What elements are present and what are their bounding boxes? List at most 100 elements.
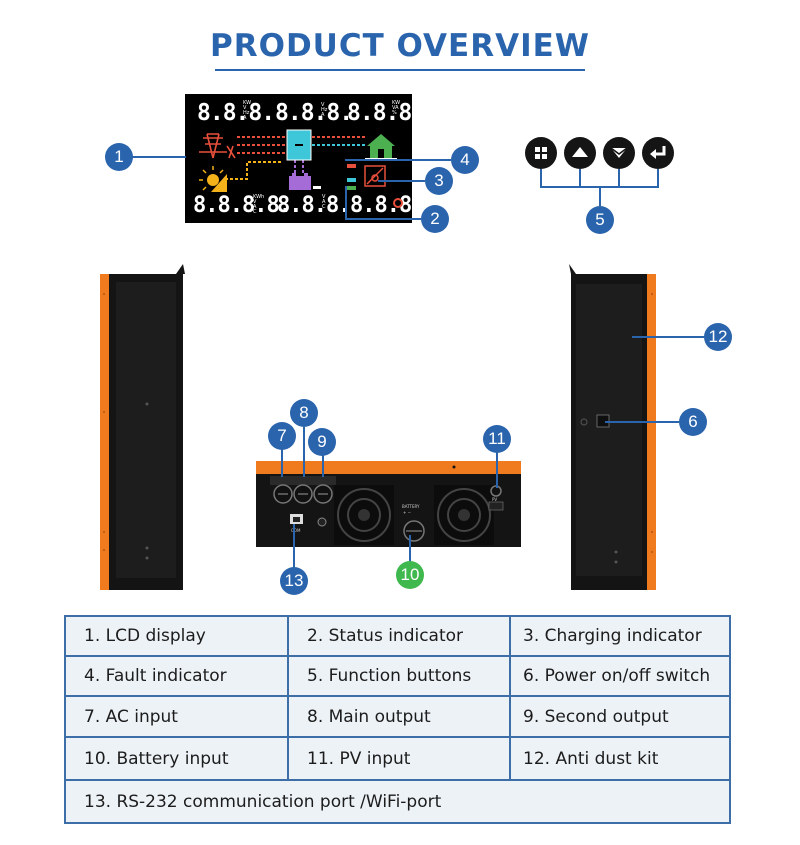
house-icon: [365, 134, 397, 160]
unit-v: V: [243, 105, 247, 111]
table-cell: 10. Battery input: [66, 738, 289, 781]
callout-line-5a: [540, 169, 542, 187]
up-button-icon: [572, 147, 588, 157]
table-cell: 5. Function buttons: [289, 657, 511, 697]
menu-button-icon: [535, 147, 547, 159]
table-cell: 2. Status indicator: [289, 617, 511, 657]
callout-line-5b: [579, 169, 581, 187]
lcd-top-left-digits: 8.8.8.: [197, 100, 275, 126]
up-button[interactable]: [564, 137, 596, 169]
table-cell: 6. Power on/off switch: [511, 657, 729, 697]
callout-6: 6: [679, 408, 707, 436]
callout-line-4: [345, 159, 451, 161]
down-button-icon: [610, 147, 628, 158]
callout-11: 11: [483, 425, 511, 453]
bottom-panel: BATTERY + − COM PV: [256, 461, 521, 547]
fan-icon: [334, 485, 494, 545]
unit-a: A: [321, 112, 325, 118]
callout-line-11: [496, 452, 498, 488]
battery-label: BATTERY: [402, 504, 420, 509]
callout-5: 5: [586, 206, 614, 234]
callout-8: 8: [290, 399, 318, 427]
table-cell: 12. Anti dust kit: [511, 738, 729, 781]
table-cell: 11. PV input: [289, 738, 511, 781]
battery-polarity: + −: [403, 510, 411, 515]
unit-c: C: [253, 209, 257, 215]
lcd-top-right-units: KW VA %: [392, 101, 400, 116]
enter-button[interactable]: [642, 137, 674, 169]
table-cell: 1. LCD display: [66, 617, 289, 657]
sun-icon: [199, 166, 227, 192]
callout-1: 1: [105, 143, 133, 171]
lcd-bottom-left-units: KWh V A C: [253, 195, 264, 215]
table-cell: 3. Charging indicator: [511, 617, 729, 657]
unit-c: C: [322, 204, 326, 210]
lcd-bottom-mid-units: V A C: [322, 195, 326, 210]
status-indicators: [347, 164, 356, 190]
down-button[interactable]: [603, 137, 635, 169]
unit-hz: Hz: [321, 107, 328, 113]
lcd-display: 8.8.8. KW V Hz A 8.8.8. V Hz A 8.8.8. KW…: [185, 94, 425, 223]
enter-button-icon: [650, 146, 666, 159]
unit-va: VA: [392, 105, 399, 111]
callout-line-2-v: [345, 186, 347, 219]
fault-icon: [364, 165, 386, 187]
lcd-bottom-left-digits: 8.8.8.8.: [193, 193, 292, 218]
callout-line-5d: [657, 169, 659, 187]
right-side-view: [569, 264, 656, 590]
menu-button[interactable]: [525, 137, 557, 169]
panel-graphics: [270, 465, 504, 545]
callout-line-8: [303, 427, 305, 477]
flow-arrows: [225, 136, 365, 180]
unit-kw: KW: [392, 100, 401, 106]
table-cell: 8. Main output: [289, 697, 511, 738]
comm-label: COM: [291, 528, 301, 533]
lcd-top-right-digits: 8.8.8.: [347, 100, 425, 126]
callout-12: 12: [704, 323, 732, 351]
callout-line-1: [132, 156, 186, 158]
lcd-top-mid-units: V Hz A: [321, 103, 327, 118]
lcd-bottom-mid-digits: 8.8.8.: [277, 193, 351, 218]
unit-v: V: [253, 199, 257, 205]
callout-line-5-stem: [599, 186, 601, 206]
table-cell-wide: 13. RS-232 communication port /WiFi-port: [66, 781, 729, 822]
unit-v: V: [322, 194, 326, 200]
callout-line-12: [632, 336, 704, 338]
table-cell: 4. Fault indicator: [66, 657, 289, 697]
legend-table: 1. LCD display 2. Status indicator 3. Ch…: [64, 615, 731, 824]
unit-v: V: [321, 102, 325, 108]
callout-13: 13: [280, 567, 308, 595]
callout-line-3: [378, 180, 425, 182]
unit-kwh: KWh: [253, 194, 265, 200]
grid-tower-icon: [199, 133, 236, 159]
callout-line-13: [293, 524, 295, 570]
callout-line-9: [322, 455, 324, 477]
lcd-flow-graphics: [199, 129, 397, 192]
callout-line-10: [409, 535, 411, 563]
callout-line-7: [281, 449, 283, 477]
callout-3: 3: [425, 167, 453, 195]
table-cell: 9. Second output: [511, 697, 729, 738]
unit-percent: %: [392, 110, 397, 116]
lcd-top-left-units: KW V Hz A: [243, 101, 251, 121]
pv-label: PV: [492, 497, 498, 502]
callout-4: 4: [451, 146, 479, 174]
alarm-icon: [393, 198, 403, 208]
page-title: PRODUCT OVERVIEW: [210, 28, 590, 64]
callout-line-5c: [618, 169, 620, 187]
battery-icon: [289, 173, 321, 190]
unit-a: A: [322, 199, 326, 205]
title-underline: [215, 69, 585, 71]
callout-2: 2: [421, 205, 449, 233]
ac-terminals: [270, 476, 336, 504]
lcd-top-mid-digits: 8.8.8.: [275, 100, 353, 126]
callout-9: 9: [308, 428, 336, 456]
unit-kw: KW: [243, 100, 252, 106]
callout-line-2-h: [345, 218, 421, 220]
unit-hz: Hz: [243, 110, 250, 116]
unit-a: A: [253, 204, 257, 210]
callout-10: 10: [396, 561, 424, 589]
left-side-view: [100, 264, 185, 590]
table-cell: 7. AC input: [66, 697, 289, 738]
callout-line-6: [605, 421, 679, 423]
